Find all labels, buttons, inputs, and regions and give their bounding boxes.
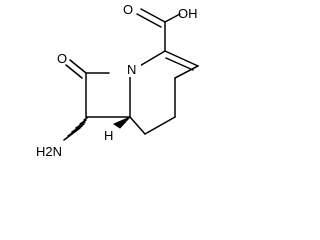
hashed-wedge-nh2 [63, 117, 88, 141]
atom-n-ring: N [127, 62, 136, 77]
atom-o-lactam: O [57, 51, 67, 66]
bond-c4-c5 [144, 116, 176, 135]
bond-c8-o-a [69, 59, 87, 74]
bond-cooh-o-a [140, 8, 166, 23]
atom-o-carbonyl-acid: O [123, 2, 133, 17]
atom-labels: N O O OH H2N H [36, 2, 198, 159]
bold-wedge-h [112, 116, 131, 129]
bond-c2-c3-b [165, 57, 194, 71]
bond-c5-c6 [129, 116, 146, 135]
structure-drawing: N O O OH H2N H [36, 2, 199, 159]
atom-h-stereo: H [104, 128, 113, 143]
bond-c2-c3-a [164, 50, 199, 67]
bond-n1-c2 [137, 50, 166, 68]
atom-oh-acid: OH [178, 6, 198, 21]
bonds [63, 8, 199, 141]
bond-methyl [174, 65, 199, 79]
bond-c8-o-b [65, 64, 83, 79]
atom-nh2: H2N [36, 144, 62, 159]
bond-cooh-o-b [136, 13, 162, 28]
bond-cooh-oh [164, 13, 181, 23]
